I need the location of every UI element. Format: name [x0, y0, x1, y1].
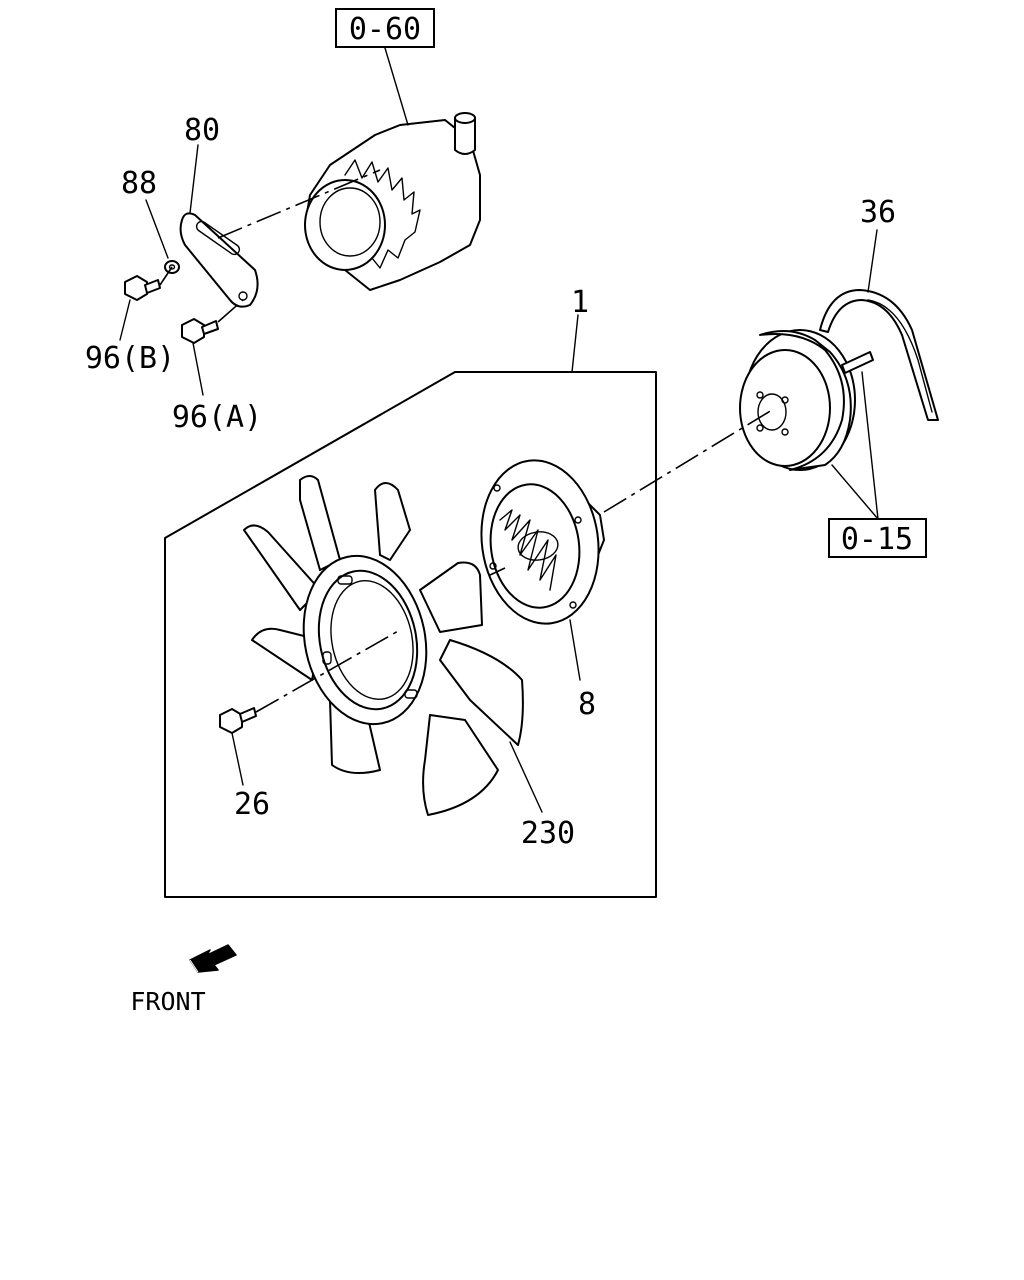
label-36: 36	[860, 195, 896, 230]
label-96a: 96(A)	[172, 400, 262, 435]
leader-8	[569, 619, 581, 681]
label-8: 8	[578, 687, 596, 722]
leader-1	[571, 314, 579, 373]
leader-230	[509, 741, 543, 813]
fan-clutch-8	[480, 459, 605, 625]
ref-box-right	[828, 518, 927, 558]
water-pump-pulley	[739, 329, 874, 471]
bolt-96b	[124, 275, 161, 301]
centerline-bolt-b	[159, 266, 173, 286]
label-80: 80	[184, 113, 220, 148]
label-96b: 96(B)	[85, 341, 175, 376]
belt-36	[819, 289, 939, 421]
ref-box-top	[335, 8, 435, 48]
ref-top-label: 0-60	[349, 12, 421, 47]
cooling-fan-230	[243, 475, 524, 816]
ref-right-label: 0-15	[841, 522, 913, 557]
leader-96a	[192, 342, 204, 396]
front-label: FRONT	[130, 987, 205, 1016]
centerline-clutch	[489, 567, 506, 576]
alternator	[304, 112, 481, 291]
leader-80	[189, 144, 199, 214]
centerline-pulley	[603, 409, 773, 513]
leader-0-15-a	[861, 371, 879, 520]
bracket-80	[179, 212, 259, 308]
label-88: 88	[121, 166, 157, 201]
leader-36	[867, 229, 878, 293]
leader-0-15-b	[831, 464, 879, 520]
bolt-26	[219, 707, 257, 734]
centerline-alternator	[217, 169, 381, 239]
leader-96b	[119, 299, 131, 341]
centerline-fan	[255, 629, 401, 713]
leader-26	[231, 732, 244, 786]
label-1: 1	[571, 285, 589, 320]
label-26: 26	[234, 787, 270, 822]
assembly-outline	[164, 371, 657, 898]
leader-88	[145, 199, 169, 259]
bolt-96a	[181, 318, 219, 344]
leader-0-60	[384, 47, 409, 126]
centerline-bracket	[217, 299, 244, 323]
front-arrow-icon	[189, 944, 237, 973]
label-230: 230	[521, 816, 575, 851]
